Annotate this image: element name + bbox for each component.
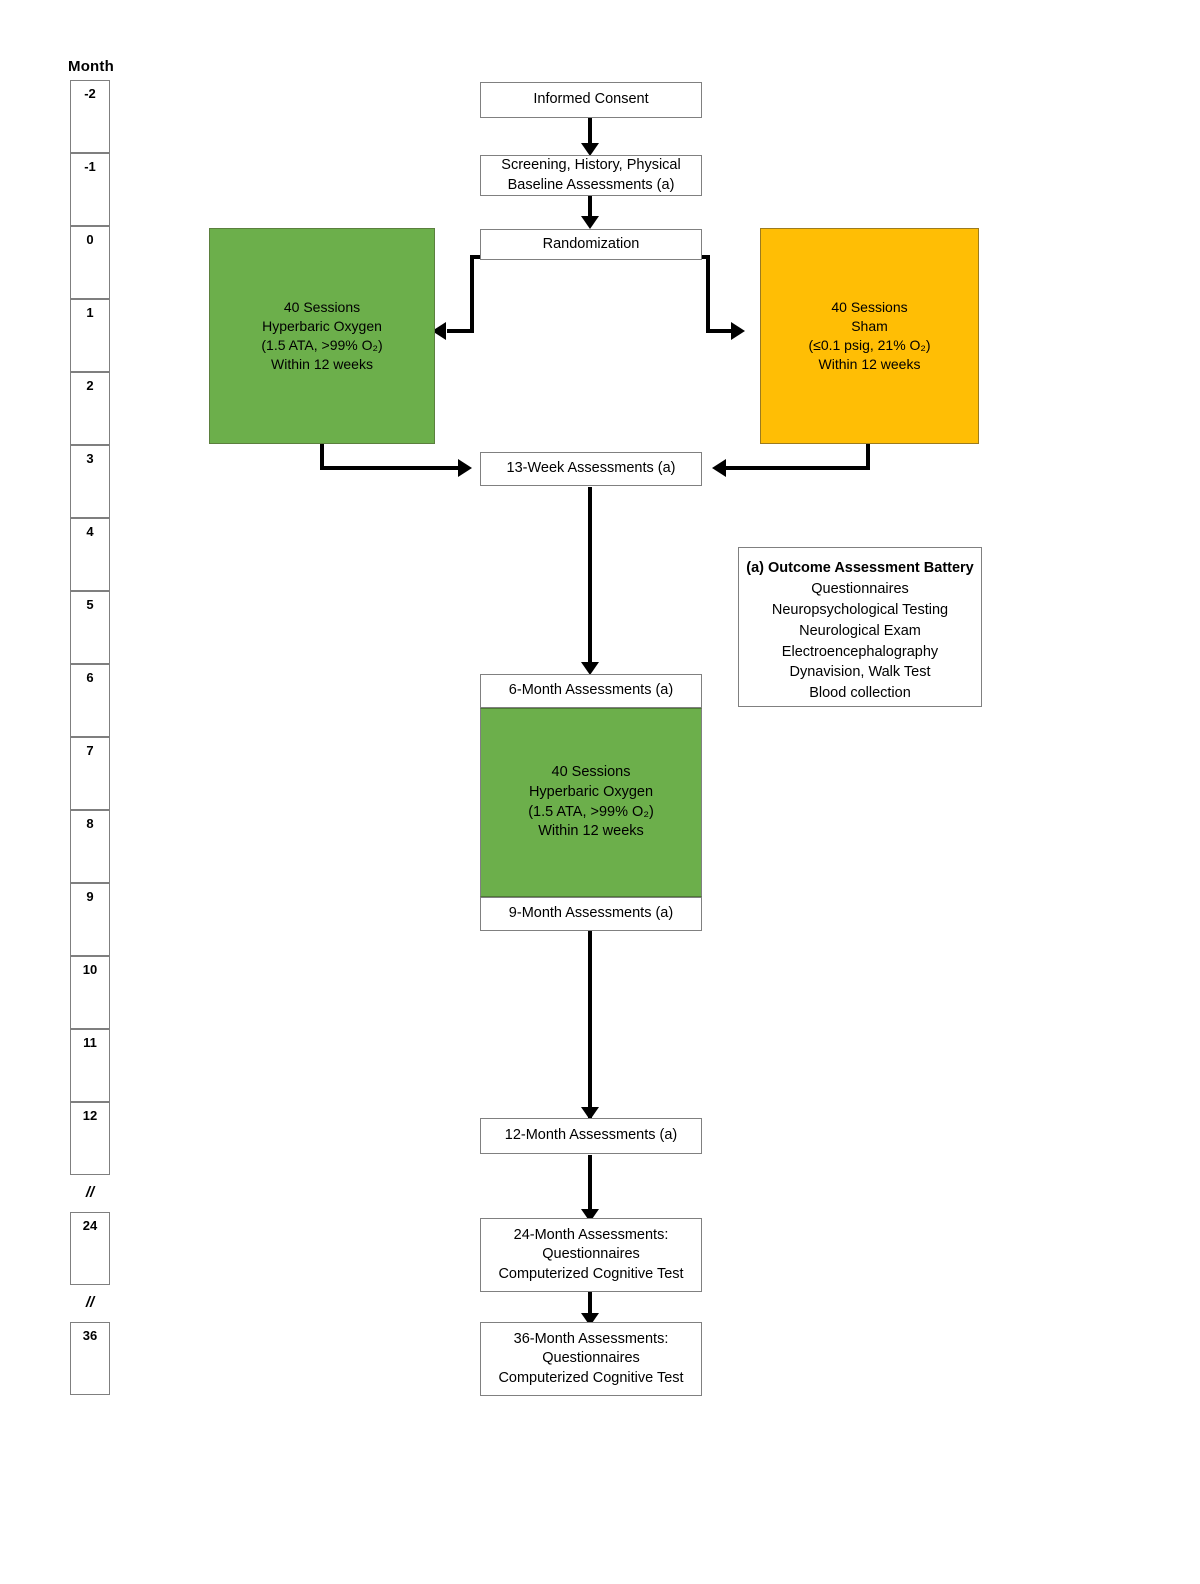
arrowhead-rand-to-sham-arm — [731, 322, 745, 340]
timeline-month-cell: 5 — [70, 591, 110, 664]
timeline-month-cell: 3 — [70, 445, 110, 518]
timeline-month-cell: 0 — [70, 226, 110, 299]
timeline-month-cell: 12 — [70, 1102, 110, 1175]
connector-month12-to-month24 — [588, 1155, 592, 1217]
timeline-month-cell: 24 — [70, 1212, 110, 1285]
legend-item-3: Electroencephalography — [781, 643, 939, 660]
timeline-month-cell: 1 — [70, 299, 110, 372]
node-month6-line-0: 6-Month Assessments (a) — [508, 682, 674, 699]
node-arm-hbo-line-2: (1.5 ATA, >99% O₂) — [261, 337, 383, 353]
node-informed-consent-line-0: Informed Consent — [533, 91, 649, 108]
arrowhead-hbo-to-week13 — [458, 459, 472, 477]
connector-screening-to-randomization — [588, 194, 592, 222]
timeline-month-cell: 7 — [70, 737, 110, 810]
node-month36-line-1: Questionnaires — [542, 1350, 640, 1367]
node-arm-hbo-line-0: 40 Sessions — [283, 299, 361, 316]
node-randomization-line-0: Randomization — [542, 235, 640, 252]
connector-week13-to-month6 — [588, 487, 592, 668]
connector-hbo-arm-down — [320, 443, 324, 470]
node-month36-line-0: 36-Month Assessments: — [513, 1330, 669, 1347]
node-month24-line-2: Computerized Cognitive Test — [498, 1265, 684, 1282]
node-screening-line-0: Screening, History, Physical — [501, 156, 681, 173]
node-crossover-hbo-line-0: 40 Sessions — [551, 764, 631, 781]
legend-item-5: Blood collection — [809, 685, 911, 702]
legend-item-0: Questionnaires — [811, 580, 909, 597]
timeline-month-cell: 2 — [70, 372, 110, 445]
node-arm-hbo-line-1: Hyperbaric Oxygen — [262, 318, 382, 335]
connector-rand-right-into-arm — [706, 329, 733, 333]
node-crossover-hbo-line-2: (1.5 ATA, >99% O₂) — [528, 803, 654, 820]
node-arm-sham-line-2: (≤0.1 psig, 21% O₂) — [808, 337, 931, 353]
node-screening-line-1: Baseline Assessments (a) — [507, 176, 675, 193]
node-crossover-hbo-line-1: Hyperbaric Oxygen — [528, 783, 654, 800]
node-month9-line-0: 9-Month Assessments (a) — [508, 905, 674, 922]
node-month24-assessments[interactable]: 24-Month Assessments: Questionnaires Com… — [480, 1218, 702, 1292]
legend-title: (a) Outcome Assessment Battery — [746, 560, 974, 576]
arrowhead-week13-to-month6 — [581, 662, 599, 675]
timeline-axis-break: // — [85, 1184, 95, 1201]
node-week13-line-0: 13-Week Assessments (a) — [506, 460, 676, 477]
connector-hbo-arm-to-week13 — [320, 466, 460, 470]
arrowhead-screening-to-randomization — [581, 216, 599, 229]
node-arm-sham-line-3: Within 12 weeks — [818, 355, 921, 372]
node-month12-assessments[interactable]: 12-Month Assessments (a) — [480, 1118, 702, 1154]
connector-sham-arm-down — [866, 443, 870, 470]
node-screening[interactable]: Screening, History, Physical Baseline As… — [480, 155, 702, 196]
node-arm-hyperbaric-oxygen[interactable]: 40 Sessions Hyperbaric Oxygen (1.5 ATA, … — [209, 228, 435, 444]
node-arm-sham[interactable]: 40 Sessions Sham (≤0.1 psig, 21% O₂) Wit… — [760, 228, 979, 444]
arrowhead-month9-to-month12 — [581, 1107, 599, 1120]
node-arm-sham-line-1: Sham — [851, 318, 888, 335]
connector-rand-left-into-arm — [447, 329, 474, 333]
node-month9-assessments[interactable]: 9-Month Assessments (a) — [480, 897, 702, 931]
timeline-month-cell: 8 — [70, 810, 110, 883]
node-month24-line-1: Questionnaires — [542, 1246, 640, 1263]
timeline-month-cell: 11 — [70, 1029, 110, 1102]
node-informed-consent[interactable]: Informed Consent — [480, 82, 702, 118]
arrowhead-rand-to-hbo-arm — [432, 322, 446, 340]
timeline-header: Month — [68, 58, 114, 75]
node-arm-sham-line-0: 40 Sessions — [831, 299, 908, 316]
connector-rand-right-drop — [706, 255, 710, 333]
timeline-month-cell: 4 — [70, 518, 110, 591]
node-crossover-hyperbaric-oxygen[interactable]: 40 Sessions Hyperbaric Oxygen (1.5 ATA, … — [480, 708, 702, 897]
node-month24-line-0: 24-Month Assessments: — [513, 1226, 669, 1243]
node-week13-assessments[interactable]: 13-Week Assessments (a) — [480, 452, 702, 486]
legend-item-2: Neurological Exam — [799, 622, 921, 639]
timeline-month-cell: -2 — [70, 80, 110, 153]
node-month36-assessments[interactable]: 36-Month Assessments: Questionnaires Com… — [480, 1322, 702, 1396]
connector-consent-to-screening — [588, 117, 592, 150]
timeline-axis-break: // — [85, 1294, 95, 1311]
timeline-month-cell: 9 — [70, 883, 110, 956]
timeline-month-cell: -1 — [70, 153, 110, 226]
timeline-month-cell: 6 — [70, 664, 110, 737]
connector-month24-to-month36 — [588, 1292, 592, 1320]
arrowhead-consent-to-screening — [581, 143, 599, 156]
legend-item-1: Neuropsychological Testing — [771, 601, 949, 618]
connector-sham-arm-to-week13 — [726, 466, 870, 470]
connector-month9-to-month12 — [588, 930, 592, 1118]
legend-item-4: Dynavision, Walk Test — [789, 664, 931, 681]
legend-outcome-assessment-battery: (a) Outcome Assessment Battery Questionn… — [738, 547, 982, 707]
node-randomization[interactable]: Randomization — [480, 229, 702, 260]
connector-rand-left-drop — [470, 255, 474, 333]
arrowhead-sham-to-week13 — [712, 459, 726, 477]
node-month36-line-2: Computerized Cognitive Test — [498, 1369, 684, 1386]
timeline-month-cell: 36 — [70, 1322, 110, 1395]
node-month12-line-0: 12-Month Assessments (a) — [504, 1127, 678, 1144]
node-month6-assessments[interactable]: 6-Month Assessments (a) — [480, 674, 702, 708]
timeline-month-cell: 10 — [70, 956, 110, 1029]
node-arm-hbo-line-3: Within 12 weeks — [271, 355, 373, 372]
node-crossover-hbo-line-3: Within 12 weeks — [538, 823, 644, 840]
